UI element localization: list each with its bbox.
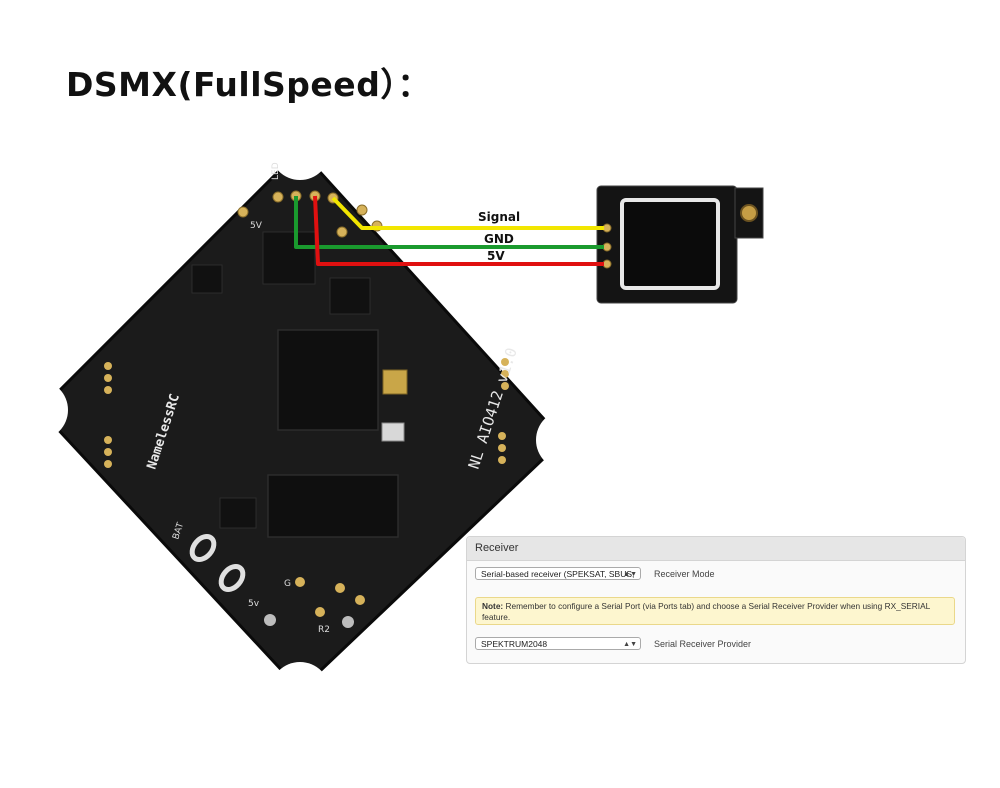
pad-label-5v-bottom: 5v [248,599,260,609]
motor-pads-left [104,362,112,468]
receiver-pads [602,223,612,269]
mount-notch-left [8,380,68,440]
battery-pads [189,533,246,593]
page-title: DSMX(FullSpeed）： [66,65,431,104]
wire-label-5v: 5V [487,249,505,263]
motor-pads-right [498,358,509,464]
flight-controller-board: NamelessRC NL AIO412 v1.0 LED 5V BAT 5v … [8,120,596,722]
pad-label-g: G [284,579,291,589]
regulator-chip [191,264,223,294]
serial-provider-value: SPEKTRUM2048 [481,639,548,649]
serial-provider-row: SPEKTRUM2048 ▲▼ Serial Receiver Provider [475,637,751,650]
receiver-mode-value: Serial-based receiver (SPEKSAT, SBUS, [481,569,635,579]
receiver-chip [620,198,720,290]
pad-label-5v: 5V [250,221,263,231]
receiver-mode-select[interactable]: Serial-based receiver (SPEKSAT, SBUS, ▲▼ [475,567,641,580]
serial-provider-label: Serial Receiver Provider [654,638,752,649]
mount-notch-top [270,120,330,180]
receiver-module [596,185,764,304]
wire-gnd [294,196,604,249]
wire-label-signal: Signal [478,210,520,224]
serial-provider-select[interactable]: SPEKTRUM2048 ▲▼ [475,637,641,650]
mcu-chip [277,329,379,431]
note-bold: Note: [482,601,504,611]
select-arrows-icon: ▲▼ [623,571,637,578]
osd-chip [329,277,371,315]
esc-chip [267,474,399,538]
note-text: Remember to configure a Serial Port (via… [482,601,930,622]
receiver-mode-row: Serial-based receiver (SPEKSAT, SBUS, ▲▼… [475,567,715,580]
mount-notch-bottom [270,662,330,722]
wire-5v [313,195,604,266]
wire-signal [331,196,604,230]
select-arrows-icon: ▲▼ [623,641,637,648]
wire-label-gnd: GND [484,232,514,246]
bottom-pads [264,577,365,628]
pad-label-led: LED [271,162,281,180]
boot-button [382,369,408,395]
receiver-config-panel: Receiver Serial-based receiver (SPEKSAT,… [466,536,966,664]
serial-port-note: Note: Remember to configure a Serial Por… [475,597,955,625]
receiver-panel-header: Receiver [467,537,965,561]
mount-notch-right [536,410,596,470]
crystal [381,422,405,442]
gyro-chip [262,231,316,285]
receiver-mode-label: Receiver Mode [654,568,715,579]
antenna-connector [740,204,758,222]
inductor [219,497,257,529]
pad-label-r2: R2 [318,625,330,635]
